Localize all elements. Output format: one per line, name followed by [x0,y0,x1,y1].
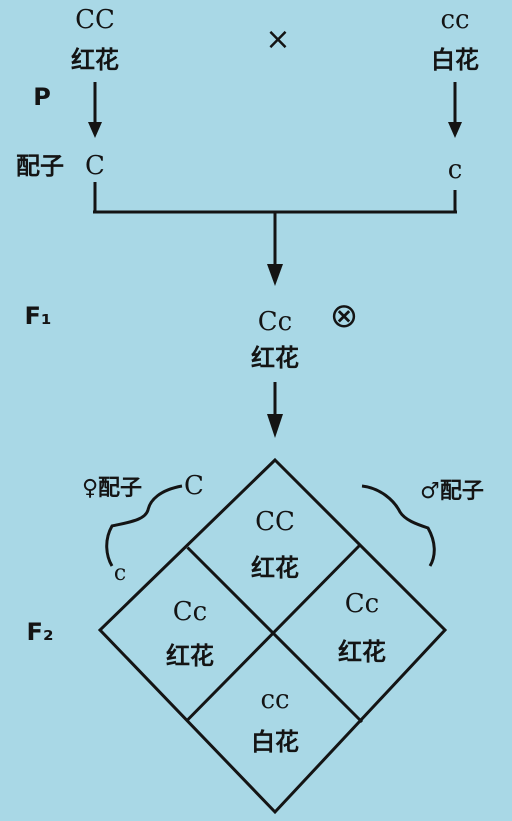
f1-phenotype: 红花 [251,344,299,372]
selfing-icon: ⊗ [329,296,359,336]
right-gamete: c [447,155,463,185]
cross-symbol: × [265,22,291,57]
f2-arrowhead [267,414,283,438]
left-parent-genotype: CC [75,5,115,35]
male-gamete-brace [361,484,436,567]
f1-generation-label: F₁ [24,302,52,330]
gamete-label: 配子 [16,152,64,180]
f2-cell-bottom-genotype: cc [260,685,290,715]
f1-genotype: Cc [257,307,293,337]
f2-cell-top-genotype: CC [255,507,295,537]
right-parent-phenotype: 白花 [431,46,479,74]
left-parent-phenotype: 红花 [71,46,119,74]
f2-cell-top-phenotype: 红花 [251,554,299,582]
p-generation-label: P [33,83,51,111]
right-parent-arrowhead [448,122,462,138]
f2-generation-label: F₂ [26,618,54,646]
punnett-divider-1 [186,546,364,724]
female-gametes-label: ♀配子 [81,476,143,501]
left-parent-arrowhead [88,122,102,138]
female-gamete-brace [105,484,183,567]
male-gametes-label: ♂配子 [420,479,484,504]
right-parent-genotype: cc [440,5,470,35]
f2-cell-bottom-phenotype: 白花 [251,728,299,756]
f2-cell-left-phenotype: 红花 [166,642,214,670]
f2-cell-right-genotype: Cc [344,589,380,619]
punnett-diamond [97,457,448,815]
female-gamete-dominant: C [184,471,204,501]
f2-cell-left-genotype: Cc [172,597,208,627]
f2-cell-right-phenotype: 红花 [338,638,386,666]
left-gamete: C [85,151,105,181]
female-gamete-recessive: c [113,561,127,586]
punnett-divider-2 [186,543,362,722]
f1-arrowhead [267,264,283,286]
